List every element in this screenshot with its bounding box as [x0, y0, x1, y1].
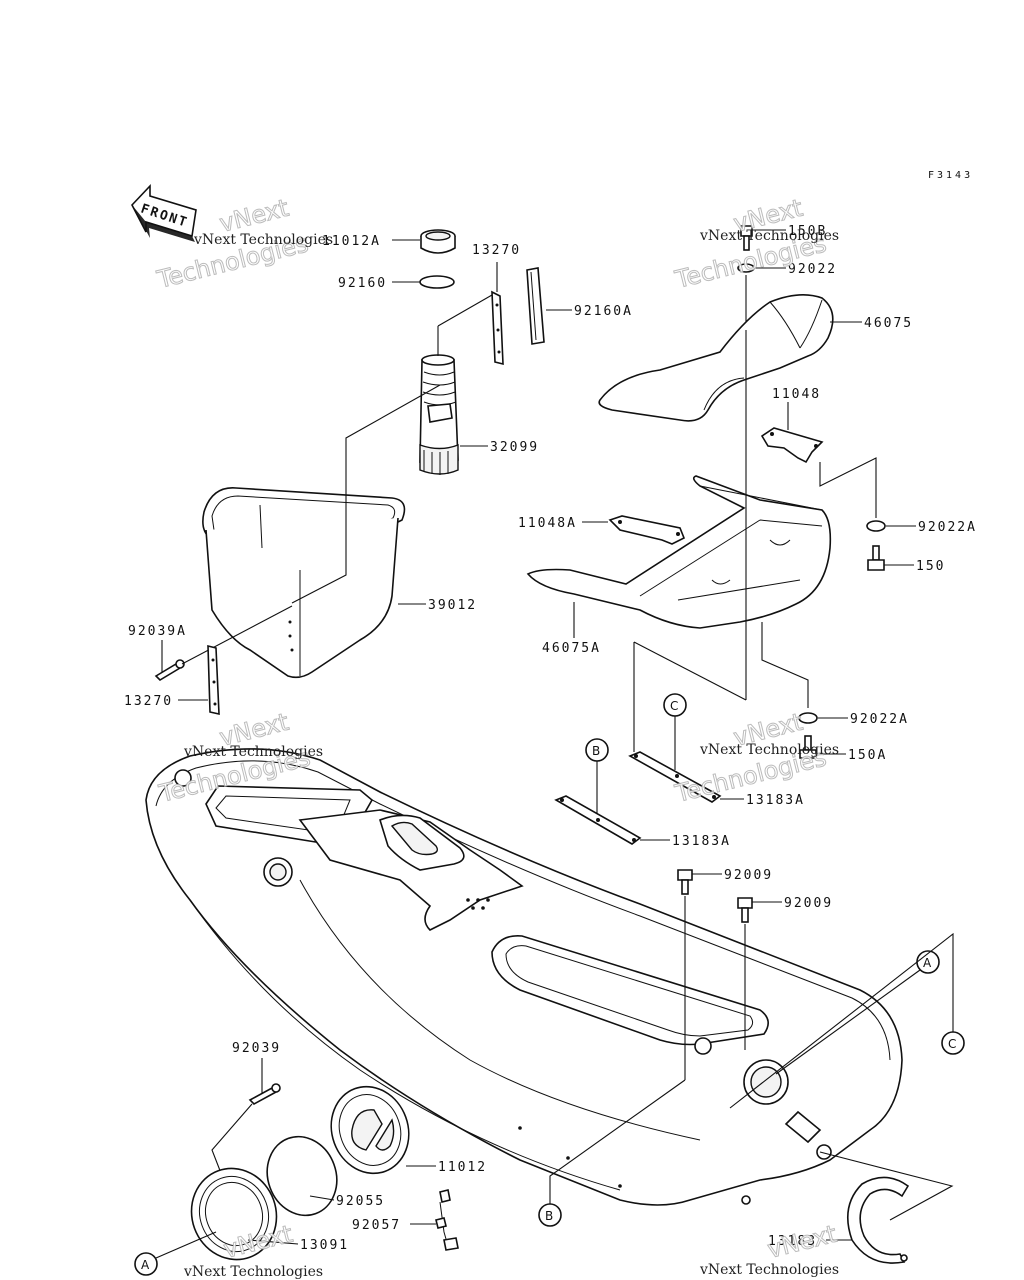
part-label-92022A-1: 92022A: [918, 520, 977, 535]
washer-92022A-part: [866, 520, 886, 532]
part-label-92022: 92022: [788, 262, 837, 277]
storage-bin-part: [202, 487, 406, 679]
svg-text:B: B: [592, 744, 600, 758]
part-label-46075: 46075: [864, 316, 913, 331]
retaining-ring-13183-part: [846, 1176, 910, 1264]
hull-part: [145, 748, 903, 1206]
frame-bracket-part: [608, 515, 686, 545]
part-label-92160: 92160: [338, 276, 387, 291]
part-label-13091: 13091: [300, 1238, 349, 1253]
part-label-92009-2: 92009: [784, 896, 833, 911]
cover-11012-part: [330, 1085, 410, 1175]
callout-c-top: C: [663, 693, 687, 717]
seat-part: [598, 294, 834, 422]
o-ring-part: [419, 275, 455, 289]
hose-part: [419, 354, 459, 475]
strap-13183A-2-part: [554, 795, 642, 845]
part-label-13183: 13183: [768, 1234, 817, 1249]
bracket-bottom-part: [207, 644, 220, 716]
pad-part: [526, 267, 545, 345]
gasket-92055-part: [266, 1135, 338, 1217]
part-label-39012: 39012: [428, 598, 477, 613]
svg-text:A: A: [923, 956, 932, 970]
cap-part: [420, 229, 456, 254]
svg-text:vNext Technologies: vNext Technologies: [699, 742, 839, 758]
seat-frame-part: [526, 475, 832, 629]
svg-text:vNext Technologies: vNext Technologies: [183, 744, 323, 760]
part-label-13183A-1: 13183A: [746, 793, 805, 808]
bolt-150B-part: [740, 225, 753, 251]
part-label-11012: 11012: [438, 1160, 487, 1175]
bracket-top-part: [491, 290, 504, 366]
callout-a-bottom: A: [134, 1252, 158, 1276]
part-label-92160A: 92160A: [574, 304, 633, 319]
seat-bracket-part: [760, 427, 824, 464]
callout-a-right: A: [916, 950, 940, 974]
part-label-32099: 32099: [490, 440, 539, 455]
part-label-11012A: 11012A: [322, 234, 381, 249]
front-arrow-icon: FRONT: [131, 183, 197, 242]
svg-text:vNext: vNext: [765, 1220, 840, 1264]
part-label-92009-1: 92009: [724, 868, 773, 883]
svg-text:vNext Technologies: vNext Technologies: [699, 228, 839, 244]
svg-text:vNext Technologies: vNext Technologies: [183, 1264, 323, 1280]
figure-code: F3143: [928, 170, 973, 181]
part-label-150A: 150A: [848, 748, 887, 763]
part-label-92022A-2: 92022A: [850, 712, 909, 727]
callout-b-bottom: B: [538, 1203, 562, 1227]
part-label-92039: 92039: [232, 1041, 281, 1056]
rivet-part: [154, 659, 185, 682]
svg-text:C: C: [948, 1037, 956, 1051]
svg-text:vNext Technologies: vNext Technologies: [699, 1262, 839, 1278]
part-label-150B: 150B: [788, 224, 827, 239]
rivet-92039-part: [248, 1083, 281, 1105]
part-label-13270-top: 13270: [472, 243, 521, 258]
part-label-92055: 92055: [336, 1194, 385, 1209]
part-label-13270-bottom: 13270: [124, 694, 173, 709]
watermark-top-right: vNext Technologies vNext Technologies: [671, 193, 839, 294]
part-label-46075A: 46075A: [542, 641, 601, 656]
screw-92057-part: [435, 1189, 459, 1251]
bolt-150-part: [867, 545, 885, 571]
part-label-11048: 11048: [772, 387, 821, 402]
svg-text:vNext Technologies: vNext Technologies: [193, 232, 333, 248]
part-label-13183A-2: 13183A: [672, 834, 731, 849]
part-label-92039A: 92039A: [128, 624, 187, 639]
svg-text:C: C: [670, 699, 678, 713]
callout-c-right: C: [941, 1031, 965, 1055]
part-label-92057: 92057: [352, 1218, 401, 1233]
bolt-92009-2-part: [737, 897, 753, 923]
svg-text:B: B: [545, 1209, 553, 1223]
washer-92022A-2-part: [798, 712, 818, 724]
ring-13091-part: [190, 1167, 278, 1261]
svg-text:A: A: [141, 1258, 150, 1272]
bolt-92009-1-part: [677, 869, 693, 895]
part-label-11048A: 11048A: [518, 516, 577, 531]
callout-b-top: B: [585, 738, 609, 762]
bolt-150A-part: [799, 735, 817, 759]
part-label-150: 150: [916, 559, 945, 574]
watermark-bottom-right: vNext vNext Technologies: [699, 1219, 840, 1278]
strap-13183A-1-part: [628, 751, 722, 803]
